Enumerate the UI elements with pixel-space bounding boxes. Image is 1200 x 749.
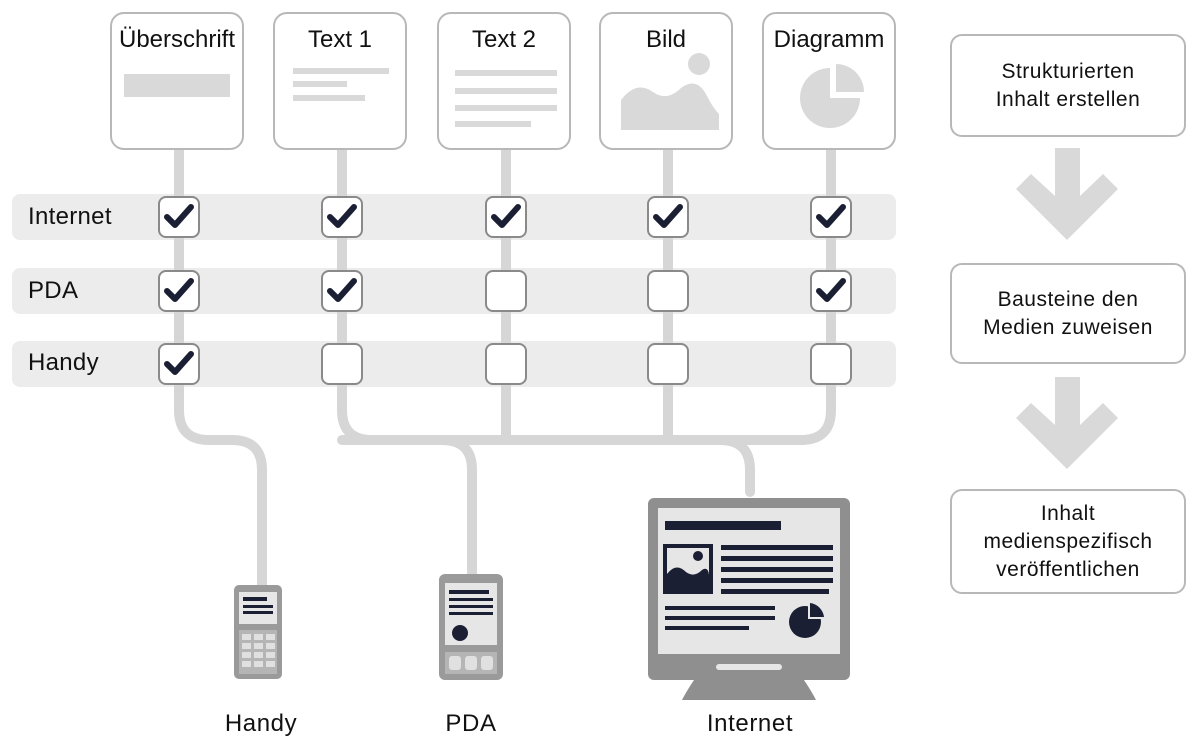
checkbox-internet-2[interactable] (321, 196, 363, 238)
device-label-handy: Handy (224, 710, 298, 737)
checkmark-icon (164, 204, 194, 228)
card-bild: Bild (599, 12, 733, 150)
checkbox-internet-4[interactable] (647, 196, 689, 238)
pda-icon (439, 574, 503, 680)
card-text-2: Text 2 (437, 12, 571, 150)
checkmark-icon (164, 351, 194, 375)
step-assign-media: Bausteine den Medien zuweisen (950, 263, 1186, 364)
checkbox-internet-1[interactable] (158, 196, 200, 238)
card-diagramm: Diagramm (762, 12, 896, 150)
checkmark-icon (327, 204, 357, 228)
pie-chart-icon (800, 64, 864, 128)
checkmark-icon (816, 278, 846, 302)
checkbox-internet-3[interactable] (485, 196, 527, 238)
mobile-phone-icon (234, 585, 282, 679)
checkbox-internet-5[interactable] (810, 196, 852, 238)
arrow-down-icon (1016, 148, 1118, 240)
card-uberschrift: Überschrift (110, 12, 244, 150)
checkbox-pda-4[interactable] (647, 270, 689, 312)
card-title: Überschrift (118, 26, 236, 53)
text-lines-icon (455, 70, 557, 127)
connector-uberschrift (174, 145, 267, 597)
card-title: Text 2 (471, 26, 537, 53)
card-title: Bild (645, 26, 687, 53)
checkmark-icon (164, 278, 194, 302)
row-label-handy: Handy (28, 349, 99, 376)
connector-diagramm (337, 145, 836, 445)
checkbox-pda-1[interactable] (158, 270, 200, 312)
computer-monitor-icon (648, 498, 850, 700)
card-text-1: Text 1 (273, 12, 407, 150)
checkbox-pda-2[interactable] (321, 270, 363, 312)
connector-internet (715, 435, 755, 497)
card-title: Text 1 (307, 26, 373, 53)
checkbox-handy-1[interactable] (158, 343, 200, 385)
device-label-internet: Internet (706, 710, 794, 737)
checkmark-icon (327, 278, 357, 302)
image-icon (621, 53, 719, 130)
checkbox-handy-5[interactable] (810, 343, 852, 385)
checkmark-icon (653, 204, 683, 228)
checkbox-handy-3[interactable] (485, 343, 527, 385)
row-label-internet: Internet (28, 203, 112, 230)
step-publish: Inhalt medienspezifisch veröffentlichen (950, 489, 1186, 594)
card-title: Diagramm (773, 26, 885, 53)
text-lines-icon (293, 68, 389, 101)
row-label-pda: PDA (28, 277, 79, 304)
heading-bar-icon (124, 74, 230, 97)
device-label-pda: PDA (445, 710, 497, 737)
step-create-content: Strukturierten Inhalt erstellen (950, 34, 1186, 137)
checkbox-pda-3[interactable] (485, 270, 527, 312)
checkbox-handy-4[interactable] (647, 343, 689, 385)
checkbox-pda-5[interactable] (810, 270, 852, 312)
arrow-down-icon (1016, 377, 1118, 469)
checkbox-handy-2[interactable] (321, 343, 363, 385)
checkmark-icon (491, 204, 521, 228)
checkmark-icon (816, 204, 846, 228)
